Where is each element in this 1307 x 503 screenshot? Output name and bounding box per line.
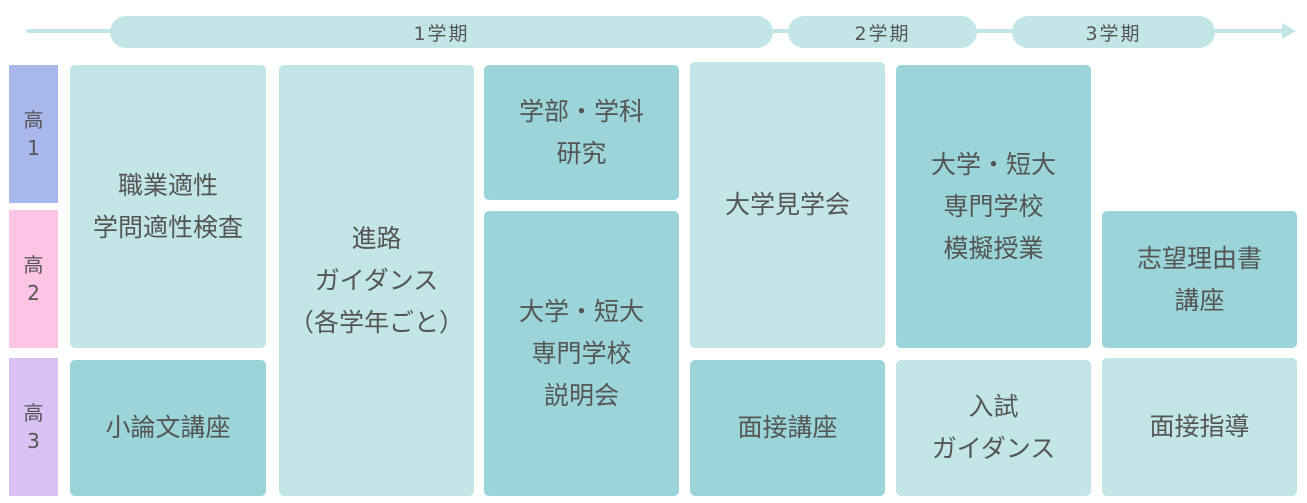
event-interview-coaching: 面接指導 — [1102, 358, 1297, 496]
event-interview-course: 面接講座 — [690, 360, 885, 496]
term-2: 2学期 — [788, 16, 977, 48]
term-3: 3学期 — [1012, 16, 1215, 48]
event-career-guidance: 進路 ガイダンス （各学年ごと） — [279, 65, 474, 496]
term-1: 1学期 — [110, 16, 773, 48]
event-essay-course: 小論文講座 — [70, 360, 266, 496]
event-aptitude-test: 職業適性 学問適性検査 — [70, 65, 266, 348]
event-school-briefing: 大学・短大 専門学校 説明会 — [484, 211, 679, 496]
event-faculty-research: 学部・学科 研究 — [484, 65, 679, 200]
event-mock-class: 大学・短大 専門学校 模擬授業 — [896, 65, 1091, 348]
timeline-arrow-icon — [1282, 23, 1296, 39]
event-statement-course: 志望理由書 講座 — [1102, 211, 1297, 348]
grade-3-label: 高 3 — [9, 358, 58, 496]
grade-2-label: 高 2 — [9, 210, 58, 348]
event-campus-visit: 大学見学会 — [690, 62, 885, 348]
grade-1-label: 高 1 — [9, 65, 58, 203]
event-exam-guidance: 入試 ガイダンス — [896, 360, 1091, 496]
